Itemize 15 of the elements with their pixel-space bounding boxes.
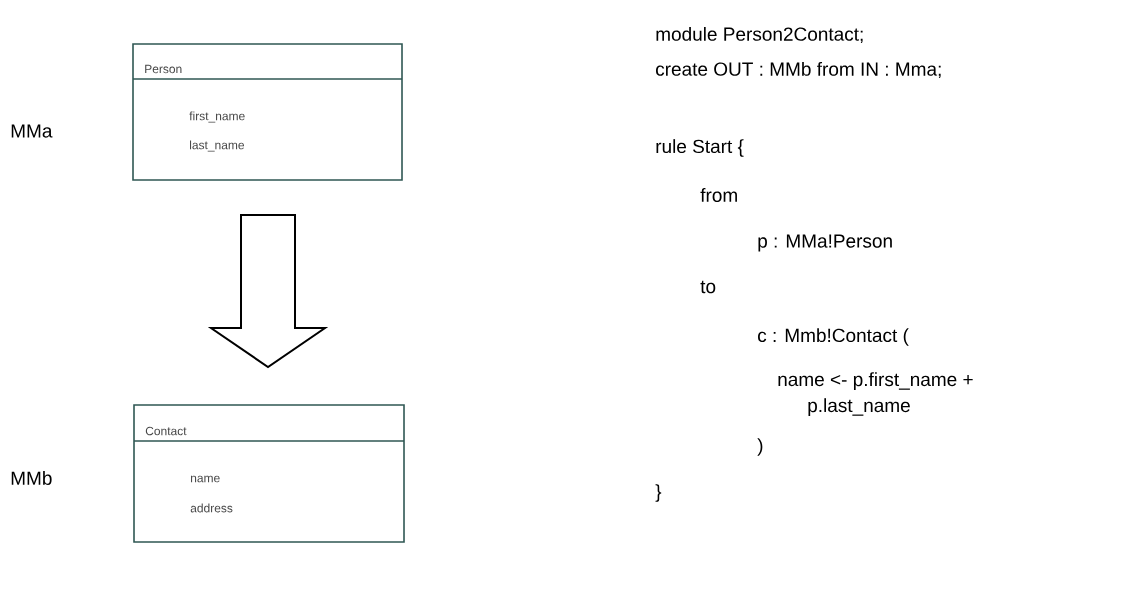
code-line: MMb bbox=[11, 471, 52, 485]
code-line: from bbox=[700, 188, 737, 202]
code-line: MMa bbox=[11, 124, 53, 138]
class-box: Person first_name last_name bbox=[132, 43, 403, 181]
code-line: rule Start { bbox=[656, 139, 744, 157]
code-line: module Person2Contact; bbox=[656, 26, 863, 44]
code-line: p : MMa!Person bbox=[758, 234, 892, 252]
code-line: c : Mmb!Contact ( bbox=[758, 328, 909, 346]
code-line: to bbox=[700, 280, 716, 294]
code-line: name <- p.first_name + p.last_name bbox=[778, 372, 973, 416]
code-line: } bbox=[655, 484, 662, 502]
code-line: create OUT : MMb from IN : Mma; bbox=[656, 61, 941, 79]
class-box: Contact name address bbox=[133, 404, 405, 543]
code-line: ) bbox=[757, 438, 763, 456]
block-arrow bbox=[207, 214, 329, 369]
